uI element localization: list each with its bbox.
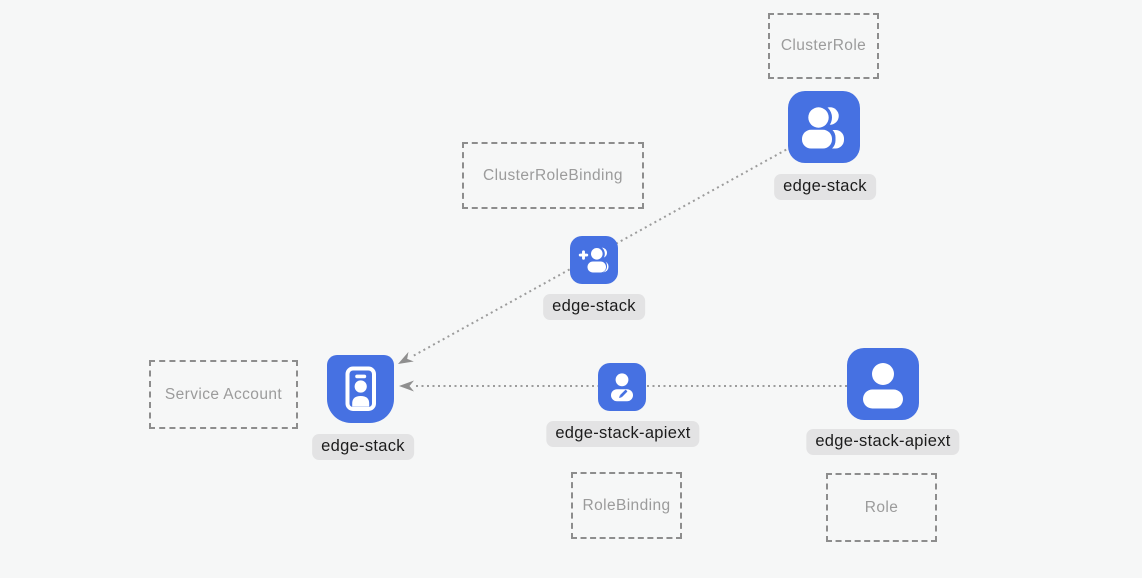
rolebinding-kind-box: RoleBinding: [571, 472, 682, 539]
clusterrolebinding-kind-box: ClusterRoleBinding: [462, 142, 644, 209]
rolebinding-node-label: edge-stack-apiext: [546, 421, 700, 447]
clusterrole-node-label: edge-stack: [774, 174, 876, 200]
id-badge-icon: [327, 355, 394, 423]
role-node-label: edge-stack-apiext: [806, 429, 960, 455]
clusterrole-kind-box: ClusterRole: [768, 13, 879, 79]
serviceaccount-node-label: edge-stack: [312, 434, 414, 460]
arrowhead-diagonal: [398, 351, 414, 364]
serviceaccount-kind-label: Service Account: [164, 385, 283, 403]
serviceaccount-kind-box: Service Account: [149, 360, 298, 429]
clusterrolebinding-kind-label: ClusterRoleBinding: [483, 166, 623, 184]
rolebinding-kind-label: RoleBinding: [582, 496, 671, 514]
user-icon: [847, 348, 919, 420]
arrowhead-horizontal: [399, 380, 414, 392]
role-kind-label: Role: [864, 498, 899, 516]
user-edit-icon: [598, 363, 646, 411]
users-icon: [788, 91, 860, 163]
role-kind-box: Role: [826, 473, 937, 542]
user-plus-icon: [570, 236, 618, 284]
clusterrolebinding-node-label: edge-stack: [543, 294, 645, 320]
clusterrole-kind-label: ClusterRole: [780, 37, 867, 54]
